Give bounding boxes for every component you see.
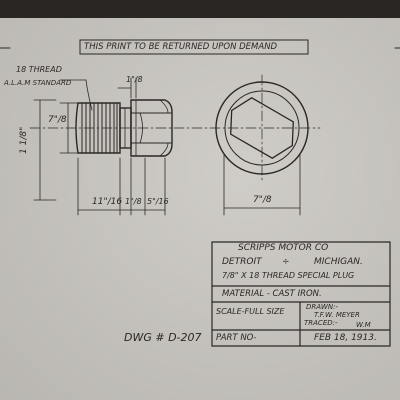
title-drawn-label: DRAWN:- — [306, 303, 338, 311]
title-traced-label: TRACED:- — [304, 319, 338, 327]
thread-note-line2: A.L.A.M STANDARD — [4, 79, 72, 87]
title-block — [211, 241, 391, 347]
dim-head-flat-top: 1"/8 — [126, 75, 143, 84]
dim-head-height: 7"/8 — [48, 115, 67, 125]
title-part-no-label: PART NO- — [216, 333, 257, 343]
title-city: DETROIT — [222, 257, 262, 267]
dim-head-len: 5"/16 — [147, 197, 169, 206]
title-state: MICHIGAN. — [314, 257, 363, 267]
thread-note-line1: 18 THREAD — [16, 65, 62, 74]
title-traced-by: W.M — [356, 321, 371, 329]
dim-across-flats: 7"/8 — [253, 195, 272, 205]
title-company: SCRIPPS MOTOR CO — [238, 243, 329, 253]
title-date: FEB 18, 1913. — [314, 333, 377, 343]
plug-side-view — [75, 99, 173, 157]
drawing-number: DWG # D-207 — [124, 331, 202, 344]
drawing-sheet — [0, 18, 400, 400]
title-material: MATERIAL - CAST IRON. — [222, 289, 322, 299]
title-drawn-by: T.F.W. MEYER — [314, 311, 360, 319]
title-scale: SCALE-FULL SIZE — [216, 307, 285, 316]
header-notice: THIS PRINT TO BE RETURNED UPON DEMAND — [84, 42, 278, 52]
plug-end-view — [215, 74, 309, 182]
dim-collar: 1"/8 — [125, 197, 142, 206]
dim-thread-length: 11"/16 — [92, 197, 123, 207]
dim-thread-dia: 1 1/8" — [19, 126, 29, 154]
title-separator: ÷ — [282, 257, 290, 267]
header-notice-box — [79, 39, 309, 55]
title-part-desc: 7/8" x 18 THREAD SPECIAL PLUG — [222, 271, 355, 280]
